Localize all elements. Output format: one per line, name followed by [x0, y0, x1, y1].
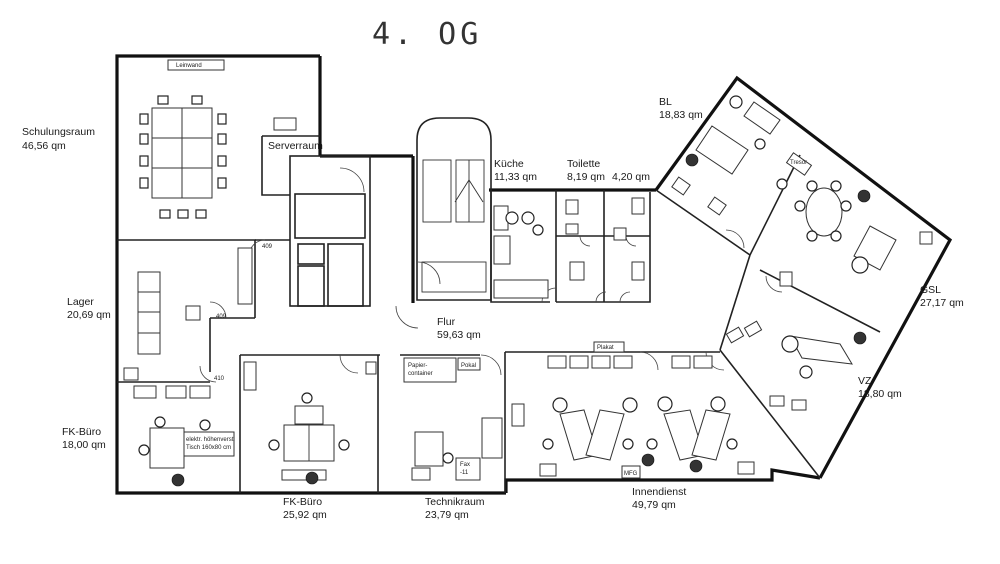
gsl-name: GSL: [920, 284, 941, 296]
plakat-label: Plakat: [597, 345, 614, 351]
schulungsraum-furniture: Leinwand: [139, 59, 297, 219]
schulungsraum-name: Schulungsraum: [22, 126, 95, 138]
elektr-label-2: Tisch 160x80 cm: [186, 445, 231, 451]
room-labels: Schulungsraum 46,56 qm Serverraum Küche …: [22, 96, 964, 521]
fk-buero-1-name: FK-Büro: [62, 426, 101, 438]
elektr-label-1: elektr. höhenverst.: [186, 437, 235, 443]
kueche-furniture: [493, 205, 549, 299]
kueche-name: Küche: [494, 158, 524, 170]
lager-area: 20,69 qm: [67, 309, 111, 321]
east-wing-furniture: Tresor: [671, 95, 933, 411]
gsl-area: 27,17 qm: [920, 297, 964, 309]
interior-walls: [117, 117, 881, 493]
papiercontainer-label-1: Papier-: [408, 363, 427, 369]
fax-label-1: Fax: [460, 462, 470, 468]
papiercontainer-label-2: container: [408, 371, 433, 377]
bl-area: 18,83 qm: [659, 109, 703, 121]
serverraum-name: Serverraum: [268, 140, 323, 152]
innendienst-furniture: Plakat MFG: [511, 341, 755, 479]
bl-name: BL: [659, 96, 672, 108]
fax-label-2: -11: [460, 470, 469, 476]
flur-area: 59,63 qm: [437, 329, 481, 341]
technikraum-area: 23,79 qm: [425, 509, 469, 521]
tresor-label: Tresor: [790, 160, 807, 166]
fk-buero-1-area: 18,00 qm: [62, 439, 106, 451]
fk-buero-2-furniture: [243, 361, 377, 485]
innendienst-name: Innendienst: [632, 486, 686, 498]
toilet-fixtures: [565, 197, 645, 281]
fk-buero-2-name: FK-Büro: [283, 496, 322, 508]
technikraum-furniture: Papier- container Pokal Fax -11: [403, 357, 503, 481]
door-number-410: 410: [214, 376, 225, 382]
outer-walls: [115, 54, 953, 495]
door-number-409a: 409: [262, 244, 273, 250]
fk-buero-1-furniture: elektr. höhenverst. Tisch 160x80 cm: [133, 385, 235, 487]
toilette-name: Toilette: [567, 158, 600, 170]
innendienst-area: 49,79 qm: [632, 499, 676, 511]
schulungsraum-area: 46,56 qm: [22, 140, 66, 152]
door-number-409b: 409: [216, 314, 227, 320]
flur-name: Flur: [437, 316, 456, 328]
pokal-label: Pokal: [461, 363, 476, 369]
technikraum-name: Technikraum: [425, 496, 485, 508]
floor-title: 4. OG: [372, 17, 482, 52]
mfg-label: MFG: [624, 471, 638, 477]
vz-area: 18,80 qm: [858, 388, 902, 400]
lager-furniture: 409 409 410: [123, 244, 273, 382]
doors: [199, 167, 783, 383]
toilette-area: 8,19 qm: [567, 171, 605, 183]
leinwand-label: Leinwand: [176, 63, 202, 69]
kueche-area: 11,33 qm: [494, 171, 537, 183]
fk-buero-2-area: 25,92 qm: [283, 509, 327, 521]
toilette2-area: 4,20 qm: [612, 171, 650, 183]
lager-name: Lager: [67, 296, 94, 308]
vz-name: VZ: [858, 375, 872, 387]
